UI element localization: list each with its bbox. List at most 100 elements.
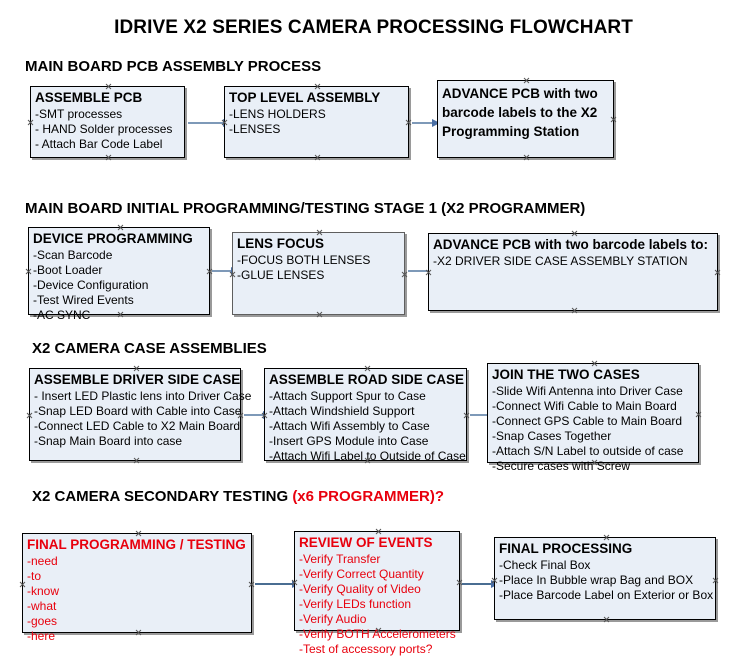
resize-handle-left[interactable] xyxy=(27,119,34,126)
resize-handle-top[interactable] xyxy=(591,360,598,367)
box-line: -Insert GPS Module into Case xyxy=(269,434,429,448)
box-line: -what xyxy=(27,599,57,613)
resize-handle-right[interactable] xyxy=(610,116,617,123)
section-header-main-board-pcb-assembly: MAIN BOARD PCB ASSEMBLY PROCESS xyxy=(25,58,321,75)
resize-handle-top[interactable] xyxy=(316,229,323,236)
box-line: -LENS HOLDERS xyxy=(229,107,326,121)
resize-handle-right[interactable] xyxy=(405,119,412,126)
connector-arrow xyxy=(255,580,300,588)
resize-handle-left[interactable] xyxy=(26,412,33,419)
box-title: ASSEMBLE PCB xyxy=(35,90,143,105)
resize-handle-right[interactable] xyxy=(712,577,719,584)
box-line: - Insert LED Plastic lens into Driver Ca… xyxy=(34,389,252,403)
resize-handle-right[interactable] xyxy=(695,411,702,418)
box-line: -Attach Wifi Label to Outside of Case xyxy=(269,449,466,463)
resize-handle-left[interactable] xyxy=(19,581,26,588)
box-line: -Place In Bubble wrap Bag and BOX xyxy=(499,573,694,587)
box-line: -Connect LED Cable to X2 Main Board xyxy=(34,419,241,433)
resize-handle-left[interactable] xyxy=(25,268,32,275)
box-line: -Test Wired Events xyxy=(33,293,134,307)
box-assemble-pcb[interactable]: ASSEMBLE PCB -SMT processes - HAND Solde… xyxy=(30,86,185,158)
box-line: -Attach Support Spur to Case xyxy=(269,389,426,403)
box-line: -Attach S/N Label to outside of case xyxy=(492,444,684,458)
section-header-accent: (x6 PROGRAMMER)? xyxy=(292,488,444,505)
resize-handle-bottom[interactable] xyxy=(133,457,140,464)
box-line: -GLUE LENSES xyxy=(237,268,325,282)
box-line: -LENSES xyxy=(229,122,281,136)
box-line: -here xyxy=(27,629,56,643)
resize-handle-bottom[interactable] xyxy=(603,616,610,623)
connector-arrow xyxy=(244,411,271,419)
box-title: ADVANCE PCB with two barcode labels to: xyxy=(433,237,709,252)
resize-handle-right[interactable] xyxy=(714,269,721,276)
box-title: DEVICE PROGRAMMING xyxy=(33,231,193,246)
resize-handle-bottom[interactable] xyxy=(105,154,112,161)
box-title: ADVANCE PCB with two barcode labels to t… xyxy=(442,86,598,139)
box-line: -Connect GPS Cable to Main Board xyxy=(492,414,683,428)
box-line: -Place Barcode Label on Exterior or Box xyxy=(499,588,714,602)
box-line: -Attach Windshield Support xyxy=(269,404,415,418)
box-line: -Verify Audio xyxy=(299,612,367,626)
resize-handle-bottom[interactable] xyxy=(316,311,323,318)
box-review-of-events[interactable]: REVIEW OF EVENTS -Verify Transfer -Verif… xyxy=(294,528,460,656)
box-title: JOIN THE TWO CASES xyxy=(492,367,640,382)
resize-handle-bottom[interactable] xyxy=(523,154,530,161)
resize-handle-top[interactable] xyxy=(133,365,140,372)
resize-handle-bottom[interactable] xyxy=(314,154,321,161)
box-line: -Verify Transfer xyxy=(299,552,381,566)
resize-handle-right[interactable] xyxy=(248,581,255,588)
box-final-processing[interactable]: FINAL PROCESSING -Check Final Box -Place… xyxy=(494,537,716,620)
box-line: -goes xyxy=(27,614,58,628)
box-line: -Snap LED Board with Cable into Case xyxy=(34,404,242,418)
resize-handle-top[interactable] xyxy=(375,528,382,535)
resize-handle-right[interactable] xyxy=(463,412,470,419)
resize-handle-top[interactable] xyxy=(105,83,112,90)
box-line: -Scan Barcode xyxy=(33,248,113,262)
resize-handle-top[interactable] xyxy=(135,530,142,537)
box-line: -Verify BOTH Accelerometers xyxy=(299,627,456,641)
box-title: ASSEMBLE ROAD SIDE CASE xyxy=(269,372,465,387)
box-title: REVIEW OF EVENTS xyxy=(299,535,433,550)
box-line: -need xyxy=(27,554,58,568)
box-line-overflow: -Test of accessory ports? xyxy=(299,642,433,656)
box-assemble-driver-side-case[interactable]: ASSEMBLE DRIVER SIDE CASE - Insert LED P… xyxy=(26,365,252,464)
box-device-programming[interactable]: DEVICE PROGRAMMING -Scan Barcode -Boot L… xyxy=(25,224,210,322)
box-advance-pcb-x2-programming-station[interactable]: ADVANCE PCB with two barcode labels to t… xyxy=(437,80,614,158)
box-assemble-road-side-case[interactable]: ASSEMBLE ROAD SIDE CASE -Attach Support … xyxy=(264,365,470,463)
section-header-text: MAIN BOARD PCB ASSEMBLY PROCESS xyxy=(25,58,322,75)
box-line: -Boot Loader xyxy=(33,263,103,277)
box-line: -Connect Wifi Cable to Main Board xyxy=(492,399,677,413)
box-title: FINAL PROGRAMMING / TESTING xyxy=(27,537,246,552)
box-line: -Secure cases with Screw xyxy=(492,459,631,473)
section-header-main-board-initial-programming: MAIN BOARD INITIAL PROGRAMMING/TESTING S… xyxy=(25,200,585,217)
box-advance-pcb-driver-side-case[interactable]: ADVANCE PCB with two barcode labels to: … xyxy=(428,233,718,311)
section-header-x2-camera-case-assemblies: X2 CAMERA CASE ASSEMBLIES xyxy=(32,340,267,357)
resize-handle-top[interactable] xyxy=(314,83,321,90)
box-line: -X2 DRIVER SIDE CASE ASSEMBLY STATION xyxy=(433,254,688,268)
connector-arrow xyxy=(462,580,499,588)
section-header-text: X2 CAMERA CASE ASSEMBLIES xyxy=(32,340,267,357)
resize-handle-bottom[interactable] xyxy=(571,307,578,314)
page-title: IDRIVE X2 SERIES CAMERA PROCESSING FLOWC… xyxy=(114,17,633,38)
section-header-x2-camera-secondary-testing: X2 CAMERA SECONDARY TESTING (x6 PROGRAMM… xyxy=(32,488,444,505)
box-line: -Check Final Box xyxy=(499,558,591,572)
resize-handle-top[interactable] xyxy=(523,77,530,84)
box-line: -Snap Cases Together xyxy=(492,429,612,443)
resize-handle-top[interactable] xyxy=(117,224,124,231)
connector-arrow xyxy=(212,267,239,275)
box-lens-focus[interactable]: LENS FOCUS -FOCUS BOTH LENSES -GLUE LENS… xyxy=(232,232,405,315)
connector-arrow xyxy=(408,267,436,275)
connector-arrow xyxy=(188,119,231,127)
resize-handle-right[interactable] xyxy=(401,271,408,278)
resize-handle-top[interactable] xyxy=(603,534,610,541)
resize-handle-top[interactable] xyxy=(571,230,578,237)
box-line: -know xyxy=(27,584,60,598)
section-header-text: X2 CAMERA SECONDARY TESTING xyxy=(32,488,293,505)
resize-handle-top[interactable] xyxy=(364,365,371,372)
box-final-programming-testing[interactable]: FINAL PROGRAMMING / TESTING -need -to -k… xyxy=(19,530,255,643)
box-line: -Slide Wifi Antenna into Driver Case xyxy=(492,384,683,398)
box-line: - Attach Bar Code Label xyxy=(35,137,163,151)
box-top-level-assembly[interactable]: TOP LEVEL ASSEMBLY -LENS HOLDERS -LENSES xyxy=(224,86,409,158)
box-line: -AC SYNC xyxy=(33,308,91,322)
box-join-the-two-cases[interactable]: JOIN THE TWO CASES -Slide Wifi Antenna i… xyxy=(487,360,702,473)
